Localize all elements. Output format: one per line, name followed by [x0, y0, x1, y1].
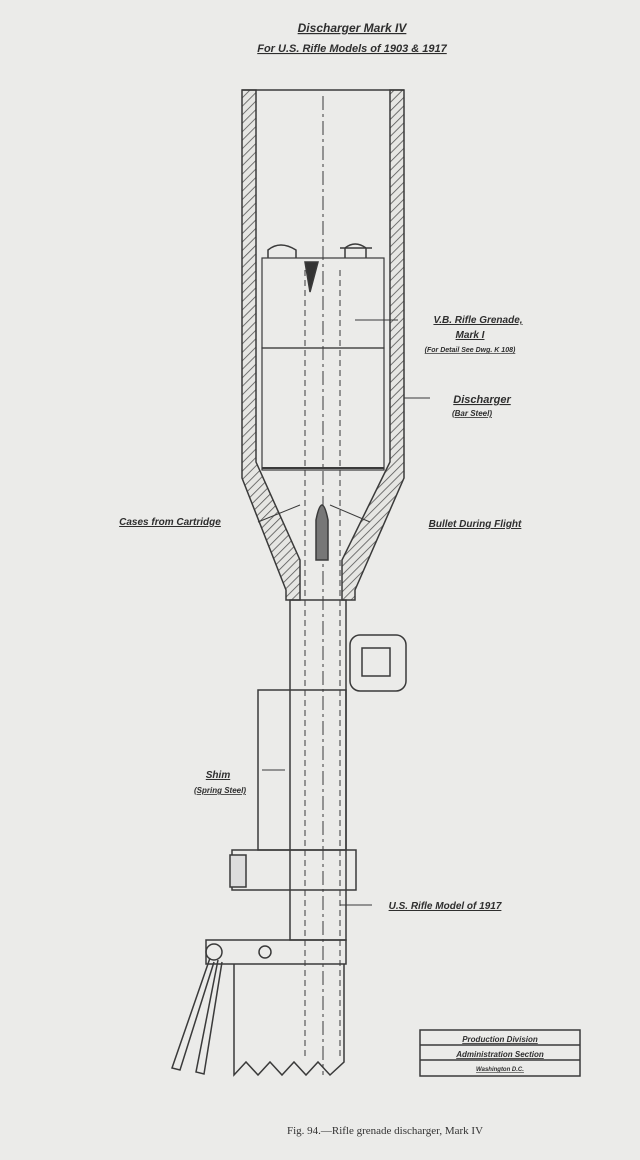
figure-caption: Fig. 94.—Rifle grenade discharger, Mark …	[287, 1125, 483, 1137]
rifle-stock	[233, 964, 345, 1077]
label-grenade-note: (For Detail See Dwg. K 108)	[425, 347, 516, 354]
tube-wall-left	[241, 89, 301, 601]
label-cases: Cases from Cartridge	[119, 517, 221, 528]
bayonet-lug	[349, 634, 407, 692]
label-shim-material: (Spring Steel)	[194, 786, 246, 795]
stamp-line1: Production Division	[462, 1035, 538, 1044]
bullet	[315, 504, 329, 561]
stamp-line2: Administration Section	[455, 1050, 544, 1059]
label-grenade-mark: Mark I	[456, 330, 485, 341]
label-grenade: V.B. Rifle Grenade,	[433, 315, 522, 326]
title-line2: For U.S. Rifle Models of 1903 & 1917	[257, 43, 447, 55]
label-discharger-material: (Bar Steel)	[452, 409, 492, 418]
tube-wall-right	[341, 89, 405, 601]
label-discharger: Discharger	[453, 394, 511, 406]
stamp-box	[419, 1029, 581, 1077]
title-line1: Discharger Mark IV	[298, 21, 408, 35]
label-rifle: U.S. Rifle Model of 1917	[389, 901, 502, 912]
band	[231, 849, 357, 891]
label-shim: Shim	[206, 770, 231, 781]
barrel-sleeve	[289, 599, 347, 941]
lever	[171, 957, 223, 1075]
stamp-line3: Washington D.C.	[476, 1067, 524, 1073]
label-bullet: Bullet During Flight	[429, 519, 522, 530]
